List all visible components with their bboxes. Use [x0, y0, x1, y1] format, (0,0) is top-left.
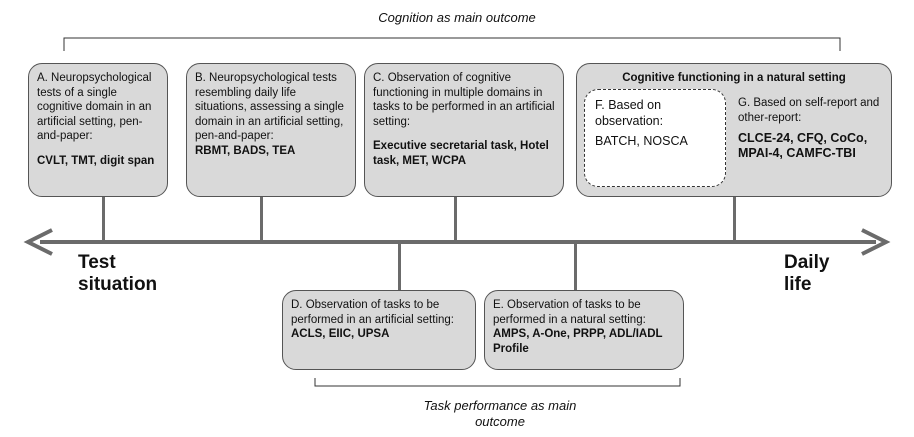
bottom-bracket [314, 378, 681, 387]
natural-setting-title: Cognitive functioning in a natural setti… [622, 72, 846, 84]
box-e-text: E. Observation of tasks to be performed … [493, 299, 646, 326]
box-a: A. Neuropsychological tests of a single … [28, 63, 168, 197]
box-d-text: D. Observation of tasks to be performed … [291, 299, 454, 326]
box-c-tests: Executive secretarial task, Hotel task, … [373, 140, 549, 167]
test-situation-label: Test situation [78, 252, 157, 296]
box-g-tests: CLCE-24, CFQ, CoCo, MPAI-4, CAMFC-TBI [738, 131, 868, 160]
bottom-outcome-line2: outcome [475, 414, 525, 429]
box-b-text: B. Neuropsychological tests resembling d… [195, 72, 344, 142]
tick-b [260, 196, 263, 242]
box-c-text: C. Observation of cognitive functioning … [373, 72, 555, 128]
tick-a [102, 196, 105, 242]
test-label-line1: Test [78, 252, 116, 273]
box-e-tests: AMPS, A-One, PRPP, ADL/IADL Profile [493, 328, 663, 355]
top-outcome-label: Cognition as main outcome [378, 10, 536, 25]
box-f: F. Based on observation: BATCH, NOSCA [584, 89, 726, 187]
left-arrowhead [23, 228, 53, 256]
box-b: B. Neuropsychological tests resembling d… [186, 63, 356, 197]
box-d: D. Observation of tasks to be performed … [282, 290, 476, 370]
tick-e [574, 242, 577, 290]
box-g-text: G. Based on self-report and other-report… [738, 97, 880, 124]
box-a-tests: CVLT, TMT, digit span [37, 154, 155, 167]
right-arrowhead [861, 228, 891, 256]
top-bracket [63, 37, 841, 51]
box-g: G. Based on self-report and other-report… [738, 96, 888, 161]
bottom-outcome-line1: Task performance as main [423, 398, 577, 413]
box-a-text: A. Neuropsychological tests of a single … [37, 72, 152, 142]
tick-natural [733, 196, 736, 242]
box-e: E. Observation of tasks to be performed … [484, 290, 684, 370]
box-c: C. Observation of cognitive functioning … [364, 63, 564, 197]
bottom-outcome-label: Task performance as main outcome [340, 398, 660, 430]
test-label-line2: situation [78, 274, 158, 295]
tick-c [454, 196, 457, 242]
daily-label-line2: life [784, 274, 812, 295]
daily-life-label: Daily life [784, 252, 829, 296]
tick-d [398, 242, 401, 290]
box-f-text: F. Based on observation: [595, 98, 664, 128]
box-b-tests: RBMT, BADS, TEA [195, 144, 296, 157]
box-f-tests: BATCH, NOSCA [595, 134, 688, 148]
daily-label-line1: Daily [784, 252, 830, 273]
box-d-tests: ACLS, EIIC, UPSA [291, 328, 390, 340]
